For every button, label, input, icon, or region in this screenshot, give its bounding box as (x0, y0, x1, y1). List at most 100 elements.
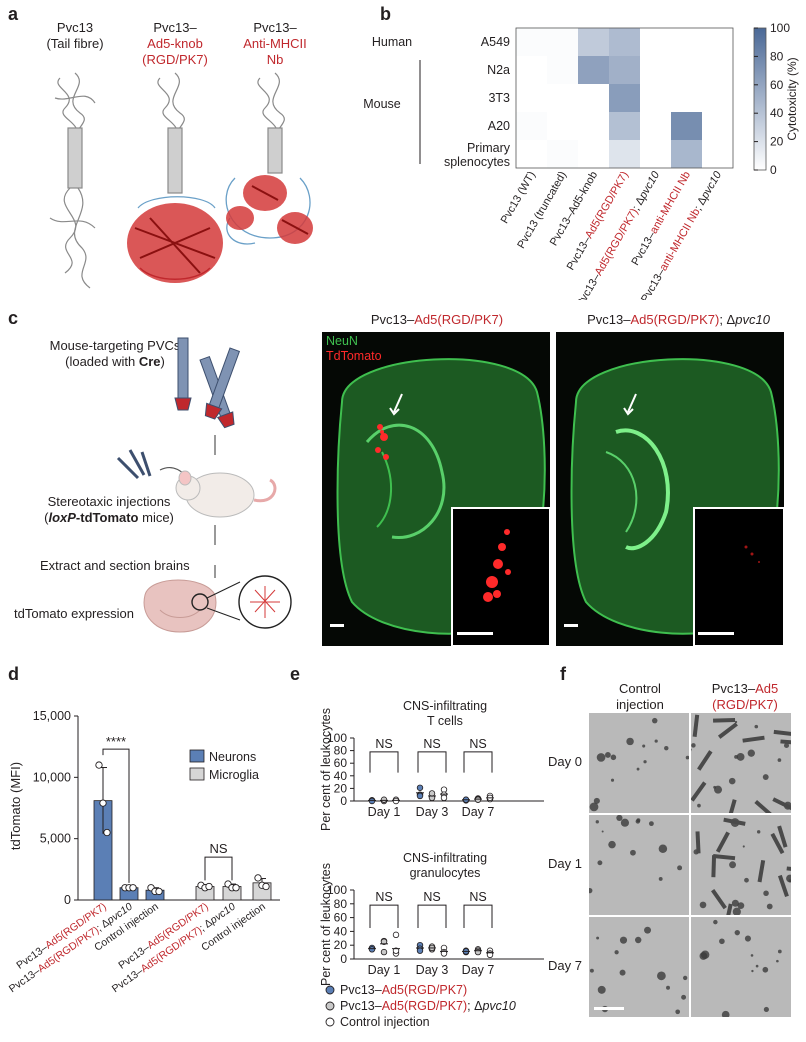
em-rod (772, 797, 791, 811)
panel-label-f: f (560, 664, 566, 684)
em-micrograph (691, 713, 791, 813)
em-rod (726, 799, 737, 813)
em-dot (697, 803, 701, 808)
ns-label: NS (469, 737, 486, 751)
y-tick-label: 10,000 (33, 770, 71, 784)
label-part: Pvc13– (7, 965, 43, 995)
em-dot (614, 950, 619, 955)
em-dot (747, 749, 755, 757)
heatmap-cell (609, 140, 640, 168)
heatmap-cell (547, 140, 578, 168)
data-point (368, 946, 376, 953)
em-micrograph (691, 917, 791, 1017)
significance-stars: **** (106, 734, 126, 749)
heatmap-cell (547, 84, 578, 112)
em-dot (766, 903, 773, 910)
em-particles (699, 919, 782, 1017)
em-rod (777, 874, 789, 898)
em-scale-bar (594, 1007, 624, 1010)
significance-ns: NS (209, 841, 227, 856)
em-dot (736, 752, 745, 761)
y-axis-label: Per cent of leukocytes (319, 863, 333, 986)
y-tick-label: 40 (334, 924, 348, 938)
em-dot (699, 901, 707, 909)
significance-bracket-2 (204, 856, 233, 881)
em-dot (714, 785, 723, 794)
category-label: Pvc13–Ad5(RGD/PK7); Δpvc10 (110, 901, 238, 996)
microscopy-image-2 (556, 332, 784, 646)
data-point (392, 931, 400, 939)
pvc-particles (174, 337, 241, 429)
em-rod (697, 750, 713, 771)
chart-title-line2: T cells (427, 714, 463, 728)
data-point (474, 796, 482, 803)
em-dot (658, 844, 668, 854)
em-dot (751, 969, 754, 973)
heatmap-cell (578, 56, 609, 84)
em-dot (700, 950, 710, 960)
heatmap-cell (609, 56, 640, 84)
em-rod (711, 888, 727, 910)
label-part: ; Δ (467, 999, 482, 1013)
heatmap-cell (671, 140, 702, 168)
step2-line1: Stereotaxic injections (47, 494, 171, 509)
structure-3-subtitle: Anti-MHCII (243, 36, 307, 51)
data-point (232, 884, 240, 892)
em-row-day0: Day 0 (548, 754, 582, 769)
label-part: Pvc13– (340, 983, 382, 997)
structure-2-subtitle2: (RGD/PK7) (142, 52, 208, 67)
step1-line2-cre: Cre (138, 354, 161, 369)
image2-title: Pvc13–Ad5(RGD/PK7); Δpvc10 (556, 312, 801, 328)
em-dot (643, 760, 647, 764)
structure-3-title: Pvc13– Anti-MHCII Nb (215, 20, 335, 68)
em-dot (601, 830, 604, 833)
em-dot (713, 919, 718, 925)
em-particles (691, 714, 791, 813)
chart-title-line2: granulocytes (410, 866, 481, 880)
colorbar-tick-label: 100 (770, 21, 790, 35)
step1-line2-c: ) (160, 354, 165, 369)
em-rod (757, 859, 766, 883)
em-dot (610, 754, 617, 761)
label-part: Ad5(RGD/PK7) (382, 983, 467, 997)
legend-swatch (189, 749, 205, 763)
em-dot (620, 818, 630, 827)
group-label-human: Human (372, 35, 412, 49)
data-point (440, 794, 448, 802)
em-dot (777, 949, 782, 954)
em-dot (731, 899, 739, 907)
colorbar-label: Cytotoxicity (%) (785, 57, 799, 140)
em-dot (762, 966, 769, 973)
em-dot (732, 907, 741, 915)
heatmap-cell (516, 140, 547, 168)
brain-fluorescence-2 (564, 358, 784, 646)
y-tick-label: 0 (340, 794, 347, 808)
em-dot (619, 936, 628, 944)
em-rod (754, 799, 774, 813)
x-tick-label: Day 7 (462, 963, 495, 977)
data-point (392, 947, 400, 954)
em-dot (762, 774, 769, 780)
em-col2-header: Pvc13–Ad5 (RGD/PK7) (690, 681, 800, 713)
row-label: 3T3 (488, 91, 510, 105)
heatmap-cell (640, 140, 671, 168)
chart-title-line1: CNS-infiltrating (403, 851, 487, 865)
colorbar-tick-label: 0 (770, 163, 777, 177)
significance-bracket-1 (102, 748, 130, 883)
colorbar-tick-label: 20 (770, 135, 784, 149)
ns-label: NS (375, 890, 392, 904)
y-tick-label: 15,000 (33, 709, 71, 723)
heatmap-cell (547, 28, 578, 56)
em-dot (589, 888, 593, 894)
data-point (380, 938, 388, 945)
heatmap-cell (702, 112, 733, 140)
legend-label: Neurons (209, 750, 256, 764)
em-rod (713, 717, 736, 723)
step2-tdtomato: -tdTomato (75, 510, 139, 525)
heatmap-cell (547, 56, 578, 84)
heatmap-cell (609, 28, 640, 56)
colorbar (753, 27, 767, 171)
data-point (368, 797, 376, 805)
step2-line2: (loxP-tdTomato mice) (14, 510, 204, 526)
